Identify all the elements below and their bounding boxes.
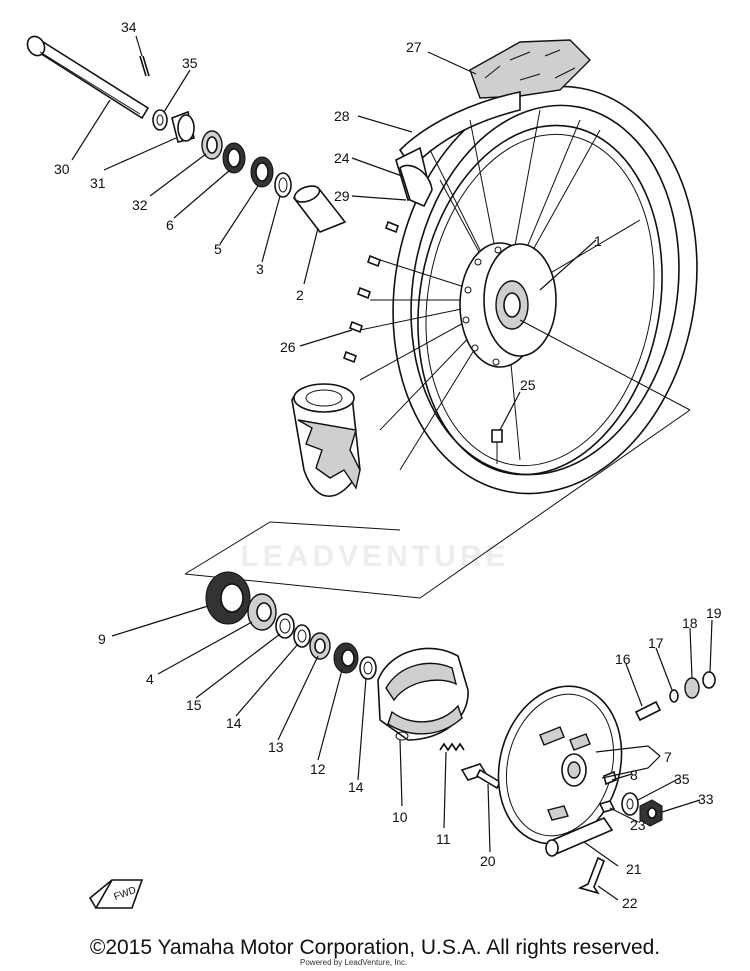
washer-14-a[interactable] — [293, 624, 311, 648]
bearing-6[interactable] — [222, 142, 246, 174]
callout-3: 3 — [256, 261, 264, 277]
callout-13: 13 — [268, 739, 284, 755]
seal-9[interactable] — [205, 571, 251, 625]
callout-33: 33 — [698, 791, 714, 807]
callout-26: 26 — [280, 339, 296, 355]
tire-27[interactable] — [291, 39, 728, 518]
callout-32: 32 — [132, 197, 148, 213]
rim-band-24[interactable] — [399, 164, 433, 208]
callout-15: 15 — [186, 697, 202, 713]
leader-lines — [71, 35, 713, 901]
brake-shoe-10[interactable] — [377, 647, 469, 741]
hub-1[interactable] — [459, 242, 557, 368]
exploded-view-drawing: FWD — [24, 19, 728, 911]
callout-7: 7 — [664, 749, 672, 765]
callout-19: 19 — [706, 605, 722, 621]
washer-35-top[interactable] — [152, 109, 168, 131]
gear-13[interactable] — [309, 632, 331, 660]
callout-2: 2 — [296, 287, 304, 303]
copyright-notice: ©2015 Yamaha Motor Corporation, U.S.A. A… — [89, 936, 661, 959]
callout-5: 5 — [214, 241, 222, 257]
cable-adjuster-16[interactable] — [634, 700, 662, 722]
clip-3[interactable] — [274, 172, 292, 198]
callout-30: 30 — [54, 161, 70, 177]
brake-shoe-plate-7[interactable] — [481, 672, 638, 858]
bearing-5[interactable] — [250, 156, 274, 188]
callout-35: 35 — [182, 55, 198, 71]
powered-by-credit: Powered by LeadVenture, Inc. — [300, 958, 408, 967]
collar-12[interactable] — [333, 642, 359, 674]
callout-10: 10 — [392, 809, 408, 825]
washer-14-b[interactable] — [359, 656, 377, 680]
callout-18: 18 — [682, 615, 698, 631]
seal-32[interactable] — [201, 130, 223, 160]
cam-20[interactable] — [460, 763, 502, 790]
callout-17: 17 — [648, 635, 664, 651]
washer-17[interactable] — [669, 689, 679, 703]
callout-27: 27 — [406, 39, 422, 55]
callout-22: 22 — [622, 895, 638, 911]
nut-33[interactable] — [639, 799, 663, 827]
watermark: LEADVENTURE — [240, 540, 510, 573]
callout-34: 34 — [121, 19, 137, 35]
callout-8: 8 — [630, 767, 638, 783]
callout-20: 20 — [480, 853, 496, 869]
callout-24: 24 — [334, 150, 350, 166]
spacer-15[interactable] — [275, 613, 295, 639]
callout-29: 29 — [334, 188, 350, 204]
cam-lever-21[interactable] — [545, 817, 614, 857]
bolt-22[interactable] — [577, 856, 606, 895]
washer-35-bottom[interactable] — [621, 792, 639, 816]
valve-25[interactable] — [491, 429, 503, 464]
nut-18[interactable] — [684, 677, 700, 699]
callout-25: 25 — [520, 377, 536, 393]
callout-28: 28 — [334, 108, 350, 124]
callout-11: 11 — [436, 831, 451, 847]
spring-11[interactable] — [439, 742, 465, 752]
cotter-pin-34[interactable] — [139, 55, 150, 77]
callout-9: 9 — [98, 631, 106, 647]
callout-4: 4 — [146, 671, 154, 687]
nut-23[interactable] — [598, 800, 616, 813]
callout-23: 23 — [630, 817, 646, 833]
callout-31: 31 — [90, 175, 106, 191]
fwd-arrow-icon: FWD — [88, 879, 144, 909]
spoke-nipples-26[interactable] — [343, 220, 399, 364]
callout-6: 6 — [166, 217, 174, 233]
nut-19[interactable] — [702, 671, 716, 689]
axle-30[interactable] — [24, 33, 150, 120]
spacer-2[interactable] — [292, 183, 347, 233]
bearing-4[interactable] — [247, 593, 277, 631]
callout-1: 1 — [594, 233, 602, 249]
collar-31[interactable] — [171, 110, 195, 143]
callout-14-b: 14 — [348, 779, 364, 795]
callout-14-a: 14 — [226, 715, 242, 731]
callout-labels: 34 35 27 30 28 31 32 24 6 29 5 1 3 2 26 … — [54, 19, 722, 911]
callout-12: 12 — [310, 761, 326, 777]
callout-35-b: 35 — [674, 771, 690, 787]
callout-16: 16 — [615, 651, 631, 667]
callout-21: 21 — [626, 861, 642, 877]
